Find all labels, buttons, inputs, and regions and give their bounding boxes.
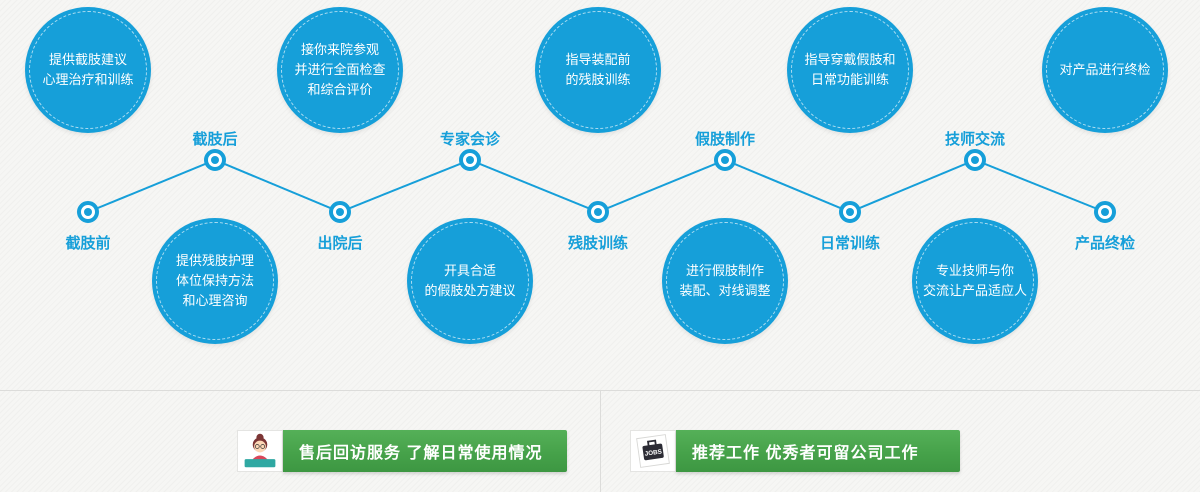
timeline-node	[329, 201, 351, 223]
stage-label: 假肢制作	[694, 131, 756, 148]
after-sales-banner[interactable]: 售后回访服务 了解日常使用情况	[237, 430, 567, 472]
timeline-node	[1094, 201, 1116, 223]
bubble-text: 接你来院参观 并进行全面检查 和综合评价	[294, 41, 386, 98]
stage-label: 日常训练	[819, 235, 881, 252]
banner-bar: 推荐工作 优秀者可留公司工作	[676, 430, 960, 472]
timeline-node	[964, 149, 986, 171]
bubble-text: 提供截肢建议 心理治疗和训练	[42, 51, 134, 87]
stage-bubble: 接你来院参观 并进行全面检查 和综合评价	[277, 7, 403, 133]
stage-bubble: 提供截肢建议 心理治疗和训练	[25, 7, 151, 133]
stage-bubble: 对产品进行终检	[1042, 7, 1168, 133]
bubble-dashed-ring	[791, 11, 909, 129]
stage-label: 产品终检	[1074, 235, 1136, 252]
banner-bar: 售后回访服务 了解日常使用情况	[283, 430, 567, 472]
banner-text: 推荐工作 优秀者可留公司工作	[692, 445, 919, 462]
stage-label: 专家会诊	[439, 131, 501, 148]
timeline-node	[77, 201, 99, 223]
bubble-dashed-ring	[411, 222, 529, 340]
stage-label: 技师交流	[944, 131, 1006, 148]
stage-bubble: 专业技师与你 交流让产品适应人	[912, 218, 1038, 344]
timeline-node	[714, 149, 736, 171]
bubble-dashed-ring	[281, 11, 399, 129]
jobs-briefcase-icon: JOBS	[630, 430, 676, 472]
bubble-dashed-ring	[156, 222, 274, 340]
timeline-node	[839, 201, 861, 223]
timeline-node	[587, 201, 609, 223]
timeline-node	[204, 149, 226, 171]
bubble-text: 指导装配前 的残肢训练	[565, 51, 631, 87]
bubble-dashed-ring	[1046, 11, 1164, 129]
svg-text:JOBS: JOBS	[644, 448, 662, 457]
bubble-text: 提供残肢护理 体位保持方法 和心理咨询	[175, 252, 254, 309]
customer-service-icon	[237, 430, 283, 472]
vertical-divider	[600, 390, 601, 492]
banner-text: 售后回访服务 了解日常使用情况	[299, 445, 543, 462]
bubble-text: 专业技师与你 交流让产品适应人	[922, 262, 1027, 298]
stage-label: 截肢后	[192, 131, 238, 148]
stage-bubble: 开具合适 的假肢处方建议	[407, 218, 533, 344]
bubble-text: 开具合适 的假肢处方建议	[424, 262, 516, 298]
bubble-dashed-ring	[666, 222, 784, 340]
bubble-text: 指导穿戴假肢和 日常功能训练	[804, 51, 896, 87]
bubble-dashed-ring	[29, 11, 147, 129]
bubble-dashed-ring	[916, 222, 1034, 340]
bubble-dashed-ring	[539, 11, 657, 129]
stage-label: 残肢训练	[567, 235, 629, 252]
stage-bubble: 进行假肢制作 装配、对线调整	[662, 218, 788, 344]
stage-bubble: 指导穿戴假肢和 日常功能训练	[787, 7, 913, 133]
stage-bubble: 指导装配前 的残肢训练	[535, 7, 661, 133]
stage-bubble: 提供残肢护理 体位保持方法 和心理咨询	[152, 218, 278, 344]
timeline-node	[459, 149, 481, 171]
bubble-text: 进行假肢制作 装配、对线调整	[679, 262, 771, 298]
stage-label: 出院后	[317, 235, 363, 252]
stage-label: 截肢前	[65, 235, 111, 252]
bubble-text: 对产品进行终检	[1059, 61, 1151, 77]
job-recommend-banner[interactable]: JOBS 推荐工作 优秀者可留公司工作	[630, 430, 960, 472]
